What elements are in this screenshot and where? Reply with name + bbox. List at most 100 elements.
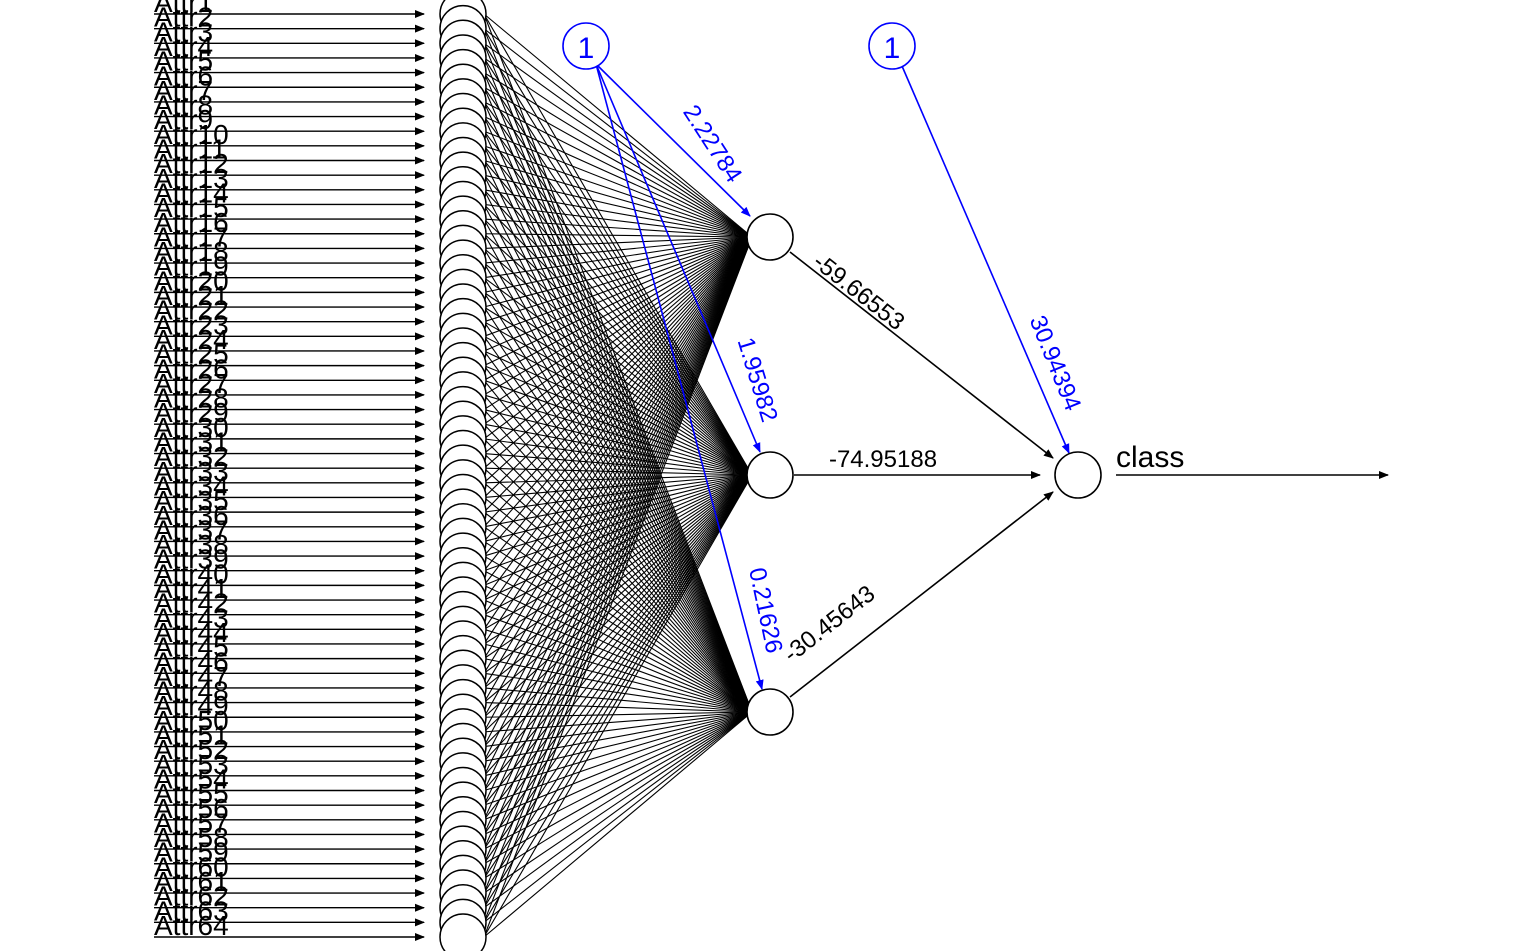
input-label-32: Attr32 xyxy=(154,441,229,472)
hidden-node-3 xyxy=(746,688,794,736)
input-edge-8-h3 xyxy=(483,116,753,713)
input-edge-12-h1 xyxy=(483,174,753,238)
input-edge-61-h3 xyxy=(483,711,753,894)
input-label-16: Attr16 xyxy=(154,207,229,238)
input-label-2: Attr2 xyxy=(154,2,213,33)
bias-weight-h1: 2.22784 xyxy=(677,100,747,187)
input-edge-15-h3 xyxy=(483,218,753,713)
input-edge-1-h1 xyxy=(483,13,753,238)
input-label-4: Attr4 xyxy=(154,31,213,62)
input-edge-31-h2 xyxy=(483,452,753,476)
input-edge-21-h1 xyxy=(483,236,753,308)
input-label-33: Attr33 xyxy=(154,456,229,487)
input-edge-18-h3 xyxy=(483,262,753,713)
input-edge-29-h3 xyxy=(483,423,753,713)
input-edge-55-h3 xyxy=(483,711,753,806)
input-edge-9-h2 xyxy=(483,130,753,476)
input-edge-6-h2 xyxy=(483,86,753,476)
input-edge-31-h1 xyxy=(483,236,753,454)
output-bias-label: 1 xyxy=(884,32,901,65)
bias-weight-out: 30.94394 xyxy=(1024,312,1087,415)
input-edge-41-h2 xyxy=(483,474,753,601)
input-edge-18-h1 xyxy=(483,236,753,264)
input-edge-58-h3 xyxy=(483,711,753,850)
input-label-25: Attr25 xyxy=(154,339,229,370)
input-edge-39-h1 xyxy=(483,236,753,572)
input-edge-47-h3 xyxy=(483,687,753,713)
input-label-21: Attr21 xyxy=(154,280,229,311)
input-edge-7-h3 xyxy=(483,101,753,713)
input-label-37: Attr37 xyxy=(154,514,229,545)
input-label-31: Attr31 xyxy=(154,427,229,458)
input-edge-29-h1 xyxy=(483,236,753,425)
input-label-45: Attr45 xyxy=(154,632,229,663)
input-edge-47-h1 xyxy=(483,236,753,689)
input-edge-26-h1 xyxy=(483,236,753,381)
input-label-44: Attr44 xyxy=(154,617,229,648)
input-edge-48-h2 xyxy=(483,474,753,704)
input-edge-62-h3 xyxy=(483,711,753,909)
input-edge-30-h1 xyxy=(483,236,753,440)
input-edge-13-h3 xyxy=(483,189,753,713)
input-edge-3-h2 xyxy=(483,43,753,476)
input-arrows xyxy=(154,10,425,941)
input-edge-21-h2 xyxy=(483,306,753,476)
input-edge-14-h3 xyxy=(483,204,753,713)
input-edge-32-h1 xyxy=(483,236,753,469)
input-edge-32-h3 xyxy=(483,467,753,713)
input-edge-7-h1 xyxy=(483,101,753,238)
input-edge-2-h2 xyxy=(483,28,753,476)
input-label-3: Attr3 xyxy=(154,16,213,47)
hidden-nodes xyxy=(746,213,794,736)
input-label-47: Attr47 xyxy=(154,661,229,692)
output-label: class xyxy=(1116,441,1184,474)
input-label-11: Attr11 xyxy=(154,134,227,165)
input-label-41: Attr41 xyxy=(154,573,229,604)
input-label-38: Attr38 xyxy=(154,529,229,560)
input-edge-55-h1 xyxy=(483,236,753,806)
input-label-15: Attr15 xyxy=(154,192,229,223)
input-label-28: Attr28 xyxy=(154,383,229,414)
input-edge-34-h3 xyxy=(483,497,753,713)
input-edge-14-h2 xyxy=(483,204,753,476)
input-edge-42-h3 xyxy=(483,614,753,713)
input-label-43: Attr43 xyxy=(154,602,229,633)
input-edge-53-h2 xyxy=(483,474,753,777)
input-edge-25-h3 xyxy=(483,365,753,713)
input-edge-17-h2 xyxy=(483,247,753,476)
bias-edge-out xyxy=(901,65,1070,454)
input-edge-27-h2 xyxy=(483,394,753,476)
input-edge-23-h2 xyxy=(483,335,753,476)
input-edge-2-h3 xyxy=(483,28,753,713)
input-edge-55-h2 xyxy=(483,474,753,806)
input-edge-30-h2 xyxy=(483,438,753,476)
input-edge-24-h1 xyxy=(483,236,753,352)
input-edge-34-h2 xyxy=(483,474,753,499)
input-label-46: Attr46 xyxy=(154,646,229,677)
input-edge-33-h2 xyxy=(483,474,753,484)
input-edge-35-h3 xyxy=(483,511,753,713)
hidden-bias-node xyxy=(562,22,610,70)
input-edge-25-h2 xyxy=(483,365,753,476)
output-bias-group: 1 30.94394 xyxy=(868,22,1087,454)
input-edge-61-h1 xyxy=(483,236,753,894)
input-edge-5-h2 xyxy=(483,72,753,476)
input-edge-8-h2 xyxy=(483,116,753,476)
input-edge-56-h2 xyxy=(483,474,753,821)
input-edge-50-h2 xyxy=(483,474,753,733)
input-edge-15-h2 xyxy=(483,218,753,476)
input-edge-33-h3 xyxy=(483,482,753,713)
input-edge-49-h1 xyxy=(483,236,753,718)
input-edge-59-h3 xyxy=(483,711,753,865)
input-edge-19-h1 xyxy=(483,236,753,279)
input-edge-28-h3 xyxy=(483,409,753,713)
input-label-17: Attr17 xyxy=(154,221,229,252)
input-edge-41-h3 xyxy=(483,599,753,713)
input-edge-60-h3 xyxy=(483,711,753,879)
input-edge-44-h3 xyxy=(483,643,753,713)
input-label-12: Attr12 xyxy=(154,148,229,179)
input-edge-48-h1 xyxy=(483,236,753,703)
input-label-18: Attr18 xyxy=(154,236,229,267)
output-group: class xyxy=(1054,441,1389,499)
input-edge-52-h1 xyxy=(483,236,753,762)
